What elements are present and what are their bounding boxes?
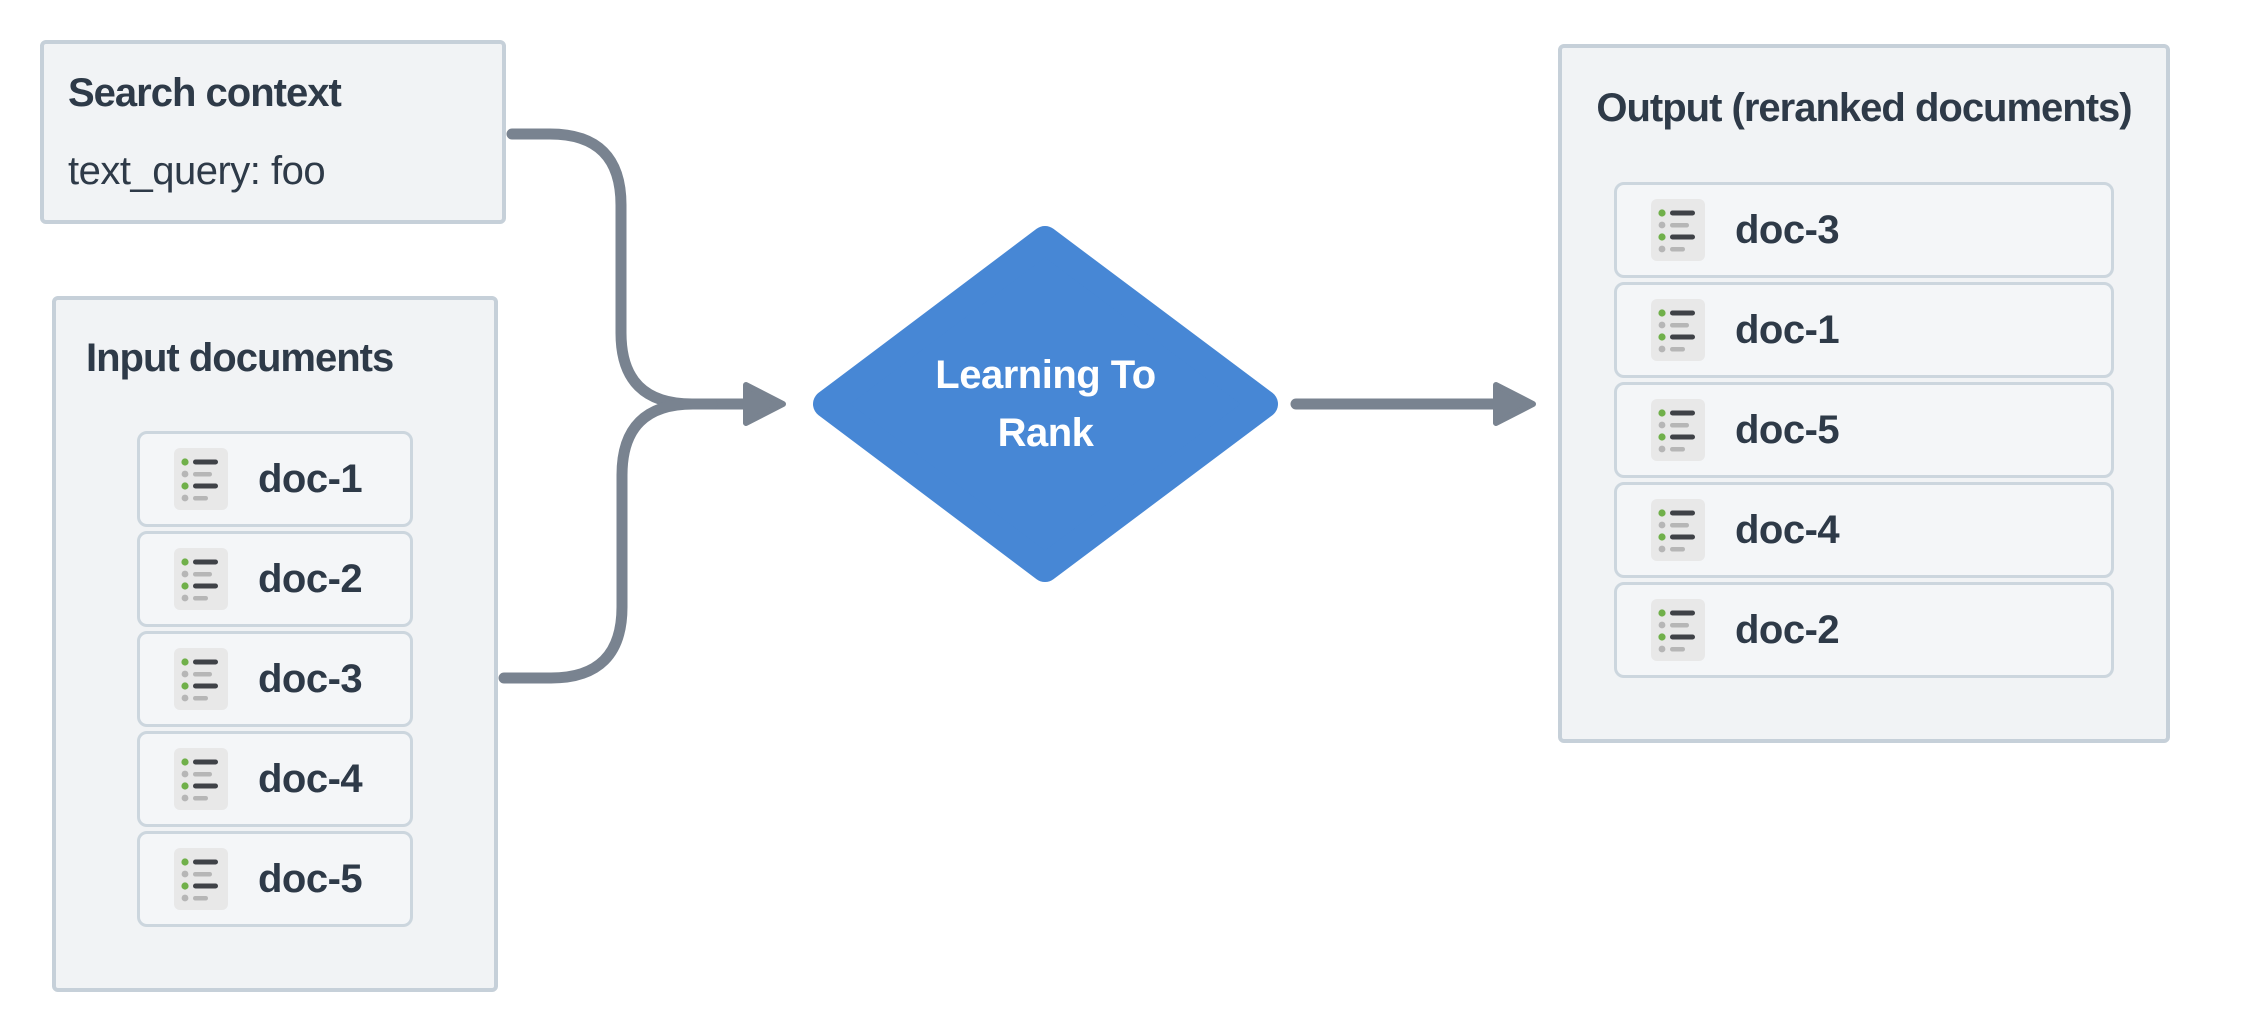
document-item: doc-4 — [137, 731, 413, 827]
document-list-icon — [174, 548, 228, 610]
output-documents-list: doc-3 doc-1 doc-5 — [1614, 182, 2114, 678]
document-list-icon — [174, 648, 228, 710]
ltr-label-line2: Rank — [997, 411, 1094, 455]
output-arrowhead-icon — [1493, 382, 1536, 426]
document-item: doc-5 — [1614, 382, 2114, 478]
document-label: doc-5 — [258, 856, 363, 901]
document-label: doc-3 — [258, 656, 363, 701]
document-list-icon — [1651, 299, 1705, 361]
input-documents-list: doc-1 doc-2 doc-3 — [137, 431, 413, 927]
document-label: doc-3 — [1735, 207, 1840, 252]
document-list-icon — [174, 448, 228, 510]
document-item: doc-2 — [137, 531, 413, 627]
document-list-icon — [1651, 599, 1705, 661]
document-list-icon — [1651, 499, 1705, 561]
output-documents-title: Output (reranked documents) — [1596, 86, 2132, 130]
document-item: doc-1 — [137, 431, 413, 527]
input-documents-title: Input documents — [86, 336, 394, 380]
document-list-icon — [174, 748, 228, 810]
input-documents-connector — [498, 398, 718, 684]
output-documents-box: Output (reranked documents) doc-3 — [1558, 44, 2170, 743]
input-documents-box: Input documents doc-1 doc-2 — [52, 296, 498, 992]
document-label: doc-4 — [1735, 507, 1840, 552]
document-item: doc-4 — [1614, 482, 2114, 578]
document-item: doc-3 — [137, 631, 413, 727]
search-context-box: Search context text_query: foo — [40, 40, 506, 224]
document-item: doc-1 — [1614, 282, 2114, 378]
document-list-icon — [1651, 199, 1705, 261]
document-label: doc-2 — [258, 556, 363, 601]
document-label: doc-1 — [1735, 307, 1840, 352]
document-list-icon — [1651, 399, 1705, 461]
merge-arrowhead-icon — [743, 382, 786, 426]
document-list-icon — [174, 848, 228, 910]
document-label: doc-1 — [258, 456, 363, 501]
document-item: doc-5 — [137, 831, 413, 927]
search-query-text: text_query: foo — [68, 149, 326, 193]
document-item: doc-3 — [1614, 182, 2114, 278]
ltr-diamond-label: Learning To Rank — [813, 228, 1278, 580]
ltr-label-line1: Learning To — [935, 353, 1156, 397]
document-label: doc-2 — [1735, 607, 1840, 652]
search-context-connector — [506, 128, 750, 410]
document-label: doc-5 — [1735, 407, 1840, 452]
search-context-title: Search context — [68, 71, 342, 115]
document-label: doc-4 — [258, 756, 363, 801]
document-item: doc-2 — [1614, 582, 2114, 678]
